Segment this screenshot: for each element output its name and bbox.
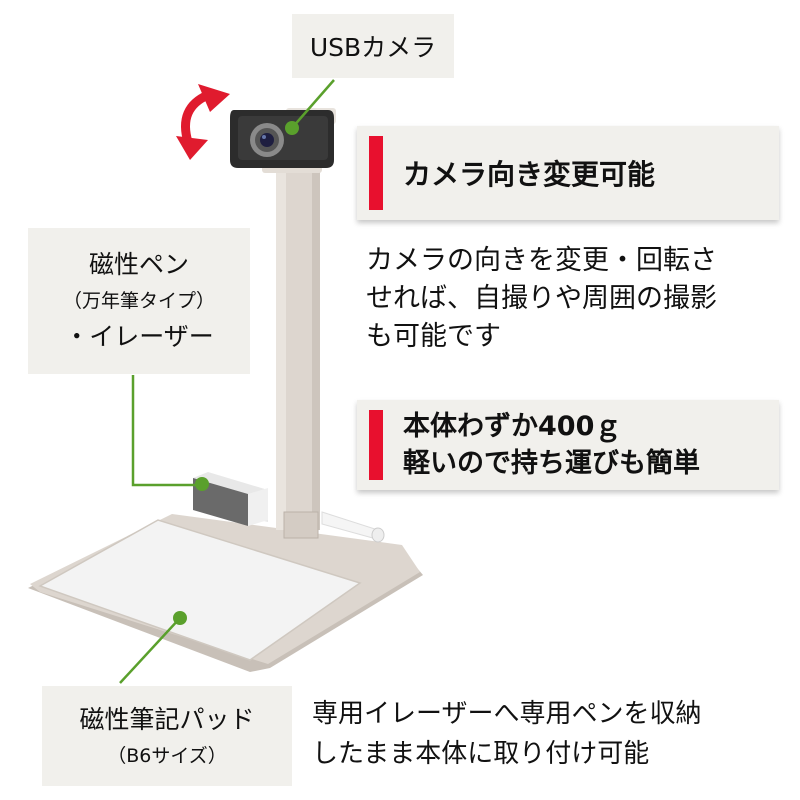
callout-dot-camera [285,121,299,135]
description-line: 専用イレーザーへ専用ペンを収納 [312,699,702,729]
pen [321,511,385,543]
pen-label-line1: 磁性ペン [88,250,189,279]
description-line: したまま本体に取り付け可能 [312,739,650,769]
feature-rotate-description: カメラの向きを変更・回転さ せれば、自撮りや周囲の撮影 も可能です [366,242,786,356]
usb-camera-label-text: USBカメラ [309,33,437,62]
magnetic-pad-label: 磁性筆記パッド （B6サイズ） [42,686,292,786]
feature-weight-line2: 軽いので持ち運びも簡単 [403,448,700,479]
magnetic-pad [38,519,362,661]
pad-label-line1: 磁性筆記パッド [79,705,255,734]
accent-bar [369,410,383,480]
pen-eraser-label: 磁性ペン （万年筆タイプ） ・イレーザー [28,228,250,374]
callout-connectors [119,79,335,684]
feature-weight-line1: 本体わずか400ｇ [403,411,622,442]
feature-camera-rotate: カメラ向き変更可能 [357,126,779,220]
eraser [193,472,268,526]
description-line: も可能です [366,321,501,352]
usb-camera-label: USBカメラ [292,14,454,78]
usb-camera [230,108,336,173]
pad-label-line2: （B6サイズ） [107,745,227,767]
description-line: カメラの向きを変更・回転さ [366,245,717,276]
feature-lightweight: 本体わずか400ｇ 軽いので持ち運びも簡単 [357,400,779,490]
rotate-arrow-icon [176,84,230,160]
stand-base [28,514,423,672]
pen-label-line3: ・イレーザー [64,322,214,351]
feature-rotate-title: カメラ向き変更可能 [403,158,656,191]
pen-label-line2: （万年筆タイプ） [62,290,215,312]
accent-bar [369,136,383,210]
callout-dot-pad [173,611,187,625]
description-line: せれば、自撮りや周囲の撮影 [366,283,717,314]
storage-description: 専用イレーザーへ専用ペンを収納 したまま本体に取り付け可能 [312,694,792,774]
stand-pole [276,165,320,539]
callout-dot-eraser [195,477,209,491]
